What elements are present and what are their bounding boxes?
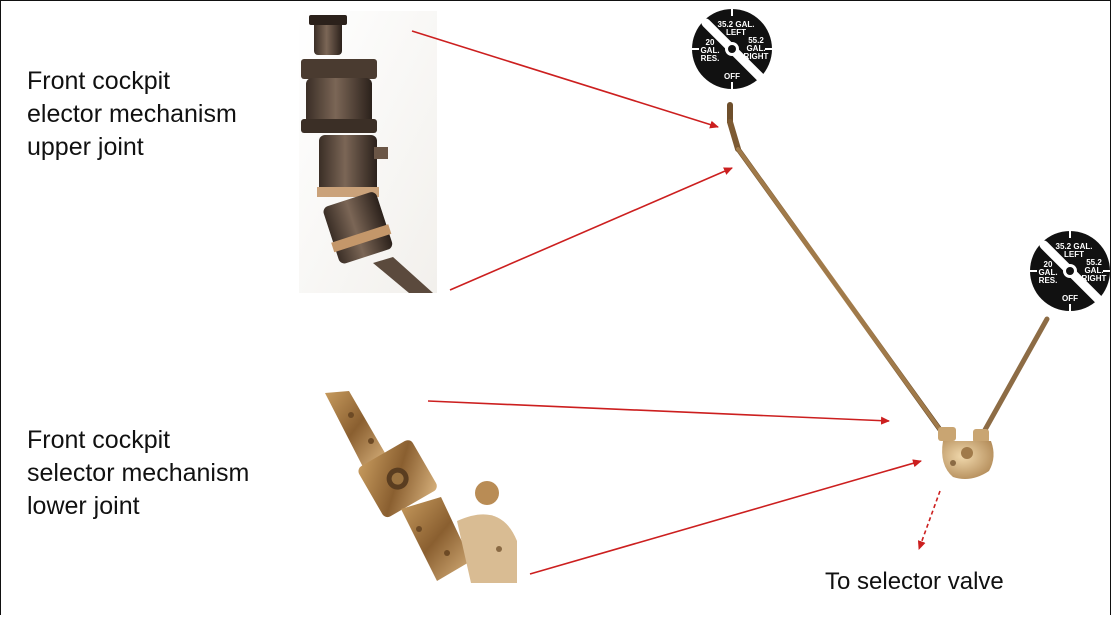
arrow-upper-to-top-fitting (412, 31, 718, 127)
dial-left-label: RES. (701, 54, 720, 63)
lower-joint-photo (323, 391, 517, 583)
dial-bottom-label: OFF (724, 72, 740, 81)
dial2-left-label: RES. (1039, 276, 1058, 285)
arrow-upper-to-rod-joint (450, 168, 732, 290)
lower-joint-caption: Front cockpit selector mechanism lower j… (27, 424, 249, 523)
selector-valve-caption: To selector valve (825, 567, 1004, 597)
dial2-right-label: RIGHT (1082, 274, 1107, 283)
dial-top-sub: LEFT (726, 28, 746, 37)
upper-joint-caption: Front cockpit elector mechanism upper jo… (27, 65, 237, 164)
dial-right-label: RIGHT (744, 52, 769, 61)
dial2-bottom-label: OFF (1062, 294, 1078, 303)
selector-rod-assembly (727, 102, 1047, 479)
arrow-lower-to-gearbox (530, 461, 921, 574)
fuel-selector-dial-top: 35.2 GAL. LEFT 55.2 GAL. RIGHT 20 GAL. R… (692, 9, 772, 89)
fuel-selector-dial-right: 35.2 GAL. LEFT 55.2 GAL. RIGHT 20 GAL. R… (1030, 231, 1110, 311)
dial2-top-sub: LEFT (1064, 250, 1084, 259)
selector-gearbox (938, 427, 994, 479)
upper-joint-photo (299, 11, 437, 293)
arrow-to-selector-valve (919, 491, 940, 549)
